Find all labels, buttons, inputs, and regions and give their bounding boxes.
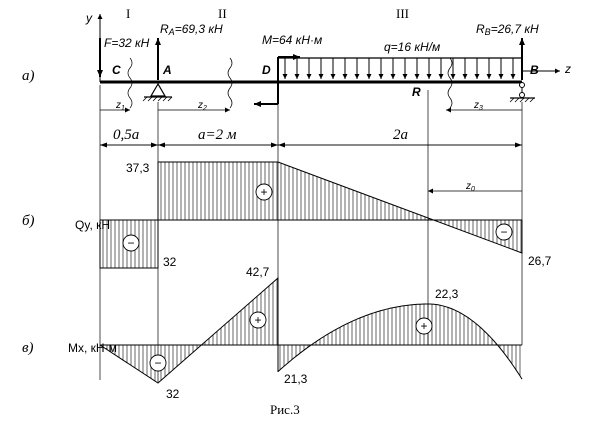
section-II: II: [218, 6, 227, 21]
RB-prefix: R: [476, 22, 485, 36]
force-F: F=32 кН: [97, 36, 150, 77]
z1-coordinate: z1: [100, 100, 130, 113]
svg-text:+: +: [420, 319, 427, 333]
z2-coordinate: z2: [158, 100, 230, 113]
row-label-v: в): [22, 340, 34, 356]
moment-sign-plus: +: [249, 311, 267, 329]
shear-sign-plus: +: [255, 183, 273, 201]
row-label-b: б): [22, 213, 35, 229]
svg-text:−: −: [500, 225, 507, 239]
point-R-label: R: [412, 85, 421, 99]
z1-sub: 1: [121, 105, 125, 112]
z0-sub: 0: [471, 186, 475, 193]
svg-text:z3: z3: [473, 100, 483, 112]
moment-value-D-right: 21,3: [284, 372, 308, 386]
svg-text:−: −: [154, 356, 161, 370]
force-F-label: F=32 кН: [104, 36, 150, 50]
z-axis: z: [522, 62, 571, 76]
shear-sign-minus: −: [122, 234, 140, 252]
svg-text:z2: z2: [197, 100, 207, 112]
y-axis-label: y: [85, 11, 93, 25]
moment-value-R: 22,3: [435, 287, 459, 301]
moment-M: M=64 кН·м: [254, 33, 322, 107]
z0-coordinate: z0: [428, 181, 522, 194]
dim-a-2m: a=2 м: [198, 127, 237, 143]
y-axis: y: [85, 11, 103, 82]
moment-axis-label: Mx, кН·м: [68, 341, 117, 355]
section-I: I: [126, 6, 130, 21]
dim-0-5a: 0,5a: [113, 127, 139, 143]
moment-diagram: Mx, кН·м 32 42,7 21,3 22,3 − + +: [68, 265, 523, 401]
point-A-label: A: [162, 63, 172, 77]
support-B: [509, 82, 535, 103]
z-axis-label: z: [564, 62, 571, 76]
shear-sign-minus-2: −: [495, 223, 513, 241]
support-A: [142, 82, 173, 102]
section-III: III: [396, 6, 409, 21]
z2-sub: 2: [202, 105, 207, 112]
reaction-RA: RA=69,3 кН: [155, 22, 223, 80]
RB-value: =26,7 кН: [491, 22, 539, 36]
svg-text:+: +: [254, 313, 261, 327]
shear-value-C: 32: [163, 255, 177, 269]
z3-coordinate: z3: [446, 100, 522, 113]
RA-value: =69,3 кН: [175, 22, 223, 36]
figure-caption: Рис.3: [270, 402, 300, 417]
moment-value-D-left: 42,7: [246, 265, 270, 279]
z3-label: z: [473, 100, 479, 111]
z1-label: z: [115, 100, 121, 111]
dimension-line: 0,5a a=2 м 2a: [100, 127, 522, 148]
moment-sign-plus-2: +: [415, 317, 433, 335]
moment-value-A: 32: [166, 387, 180, 401]
z0-label: z: [465, 181, 471, 192]
z3-sub: 3: [479, 105, 483, 112]
shear-diagram: Qy, кН 37,3 32 26,7 − + − z0: [75, 161, 552, 269]
svg-text:RB=26,7 кН: RB=26,7 кН: [476, 22, 539, 37]
z2-label: z: [197, 100, 203, 111]
reaction-RB: RB=26,7 кН: [476, 22, 539, 80]
svg-text:−: −: [127, 236, 134, 250]
distributed-load-q: q=16 кН/м: [279, 40, 522, 79]
svg-text:z0: z0: [465, 181, 475, 193]
moment-M-label: M=64 кН·м: [262, 33, 322, 47]
point-D-label: D: [262, 63, 271, 77]
shear-axis-label: Qy, кН: [75, 218, 110, 232]
svg-text:RA=69,3 кН: RA=69,3 кН: [160, 22, 223, 37]
point-C-label: C: [112, 63, 121, 77]
q-label: q=16 кН/м: [384, 40, 440, 54]
RA-prefix: R: [160, 22, 169, 36]
svg-text:+: +: [260, 185, 267, 199]
guide-lines: [99, 85, 523, 382]
section-cuts: [127, 57, 453, 109]
shear-value-A: 37,3: [126, 161, 150, 175]
moment-sign-minus: −: [149, 354, 167, 372]
RA-sub: A: [168, 27, 175, 37]
shear-value-B: 26,7: [528, 254, 552, 268]
svg-text:z1: z1: [115, 100, 125, 112]
dim-2a: 2a: [393, 127, 408, 143]
point-B-label: B: [530, 63, 539, 77]
row-label-a: а): [22, 68, 35, 84]
RB-sub: B: [485, 27, 491, 37]
